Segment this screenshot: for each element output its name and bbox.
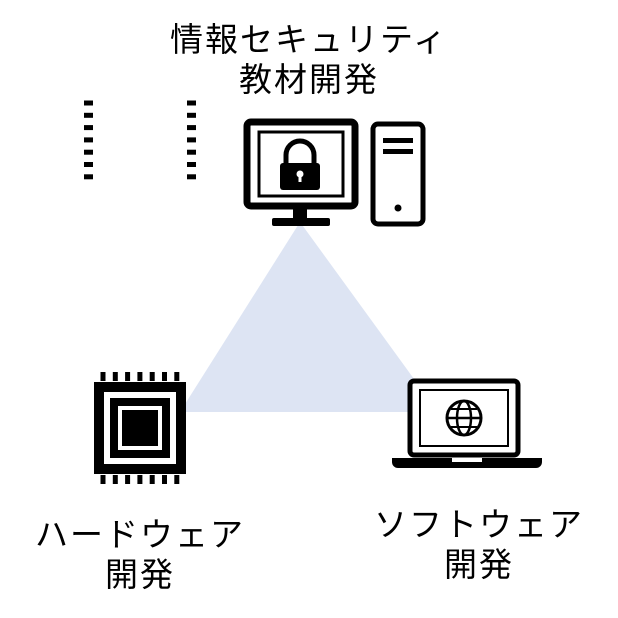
- cpu-chip-icon: [84, 100, 196, 484]
- monitor-lock-icon: [243, 118, 359, 226]
- cpu-pin-top: [174, 372, 180, 381]
- cpu-pin-bottom: [100, 475, 106, 484]
- cpu-pin-right: [187, 125, 196, 131]
- cpu-pin-right: [187, 137, 196, 143]
- cpu-pin-top: [137, 372, 143, 381]
- cpu-pin-left: [84, 125, 93, 131]
- cpu-pin-left: [84, 162, 93, 167]
- cpu-pin-bottom: [162, 475, 167, 484]
- cpu-pin-right: [187, 100, 196, 106]
- laptop-globe-icon: [392, 378, 542, 468]
- cpu-pin-left: [84, 100, 93, 106]
- cpu-pin-right: [187, 149, 196, 155]
- cpu-pin-bottom: [112, 475, 118, 484]
- cpu-pin-bottom: [174, 475, 180, 484]
- security-label-line2: 教材開発: [239, 60, 379, 99]
- cpu-pin-left: [84, 112, 93, 118]
- tower-icon: [370, 121, 426, 227]
- cpu-pin-top: [125, 372, 131, 381]
- cpu-pin-top: [112, 372, 118, 381]
- cpu-pin-left: [84, 137, 93, 143]
- software-label-line2: 開発: [444, 545, 514, 584]
- security-label-line1: 情報セキュリティ: [169, 20, 449, 59]
- cpu-pin-top: [162, 372, 167, 381]
- cpu-pin-bottom: [137, 475, 143, 484]
- hardware-label: ハードウェア 開発: [0, 515, 280, 595]
- cpu-pin-right: [187, 162, 196, 167]
- cpu-pin-top: [100, 372, 106, 381]
- cpu-pin-left: [84, 149, 93, 155]
- software-label: ソフトウェア 開発: [340, 505, 618, 585]
- hardware-label-line1: ハードウェア: [35, 515, 245, 554]
- cpu-pin-right: [187, 174, 196, 180]
- software-label-line1: ソフトウェア: [374, 505, 584, 544]
- connection-triangle: [180, 222, 438, 412]
- cpu-pin-top: [149, 372, 155, 381]
- hardware-label-line2: 開発: [105, 555, 175, 594]
- cpu-pin-right: [187, 112, 196, 118]
- cpu-pin-bottom: [149, 475, 155, 484]
- cpu-pin-bottom: [125, 475, 131, 484]
- security-label: 情報セキュリティ 教材開発: [109, 20, 509, 100]
- cpu-pin-left: [84, 174, 93, 180]
